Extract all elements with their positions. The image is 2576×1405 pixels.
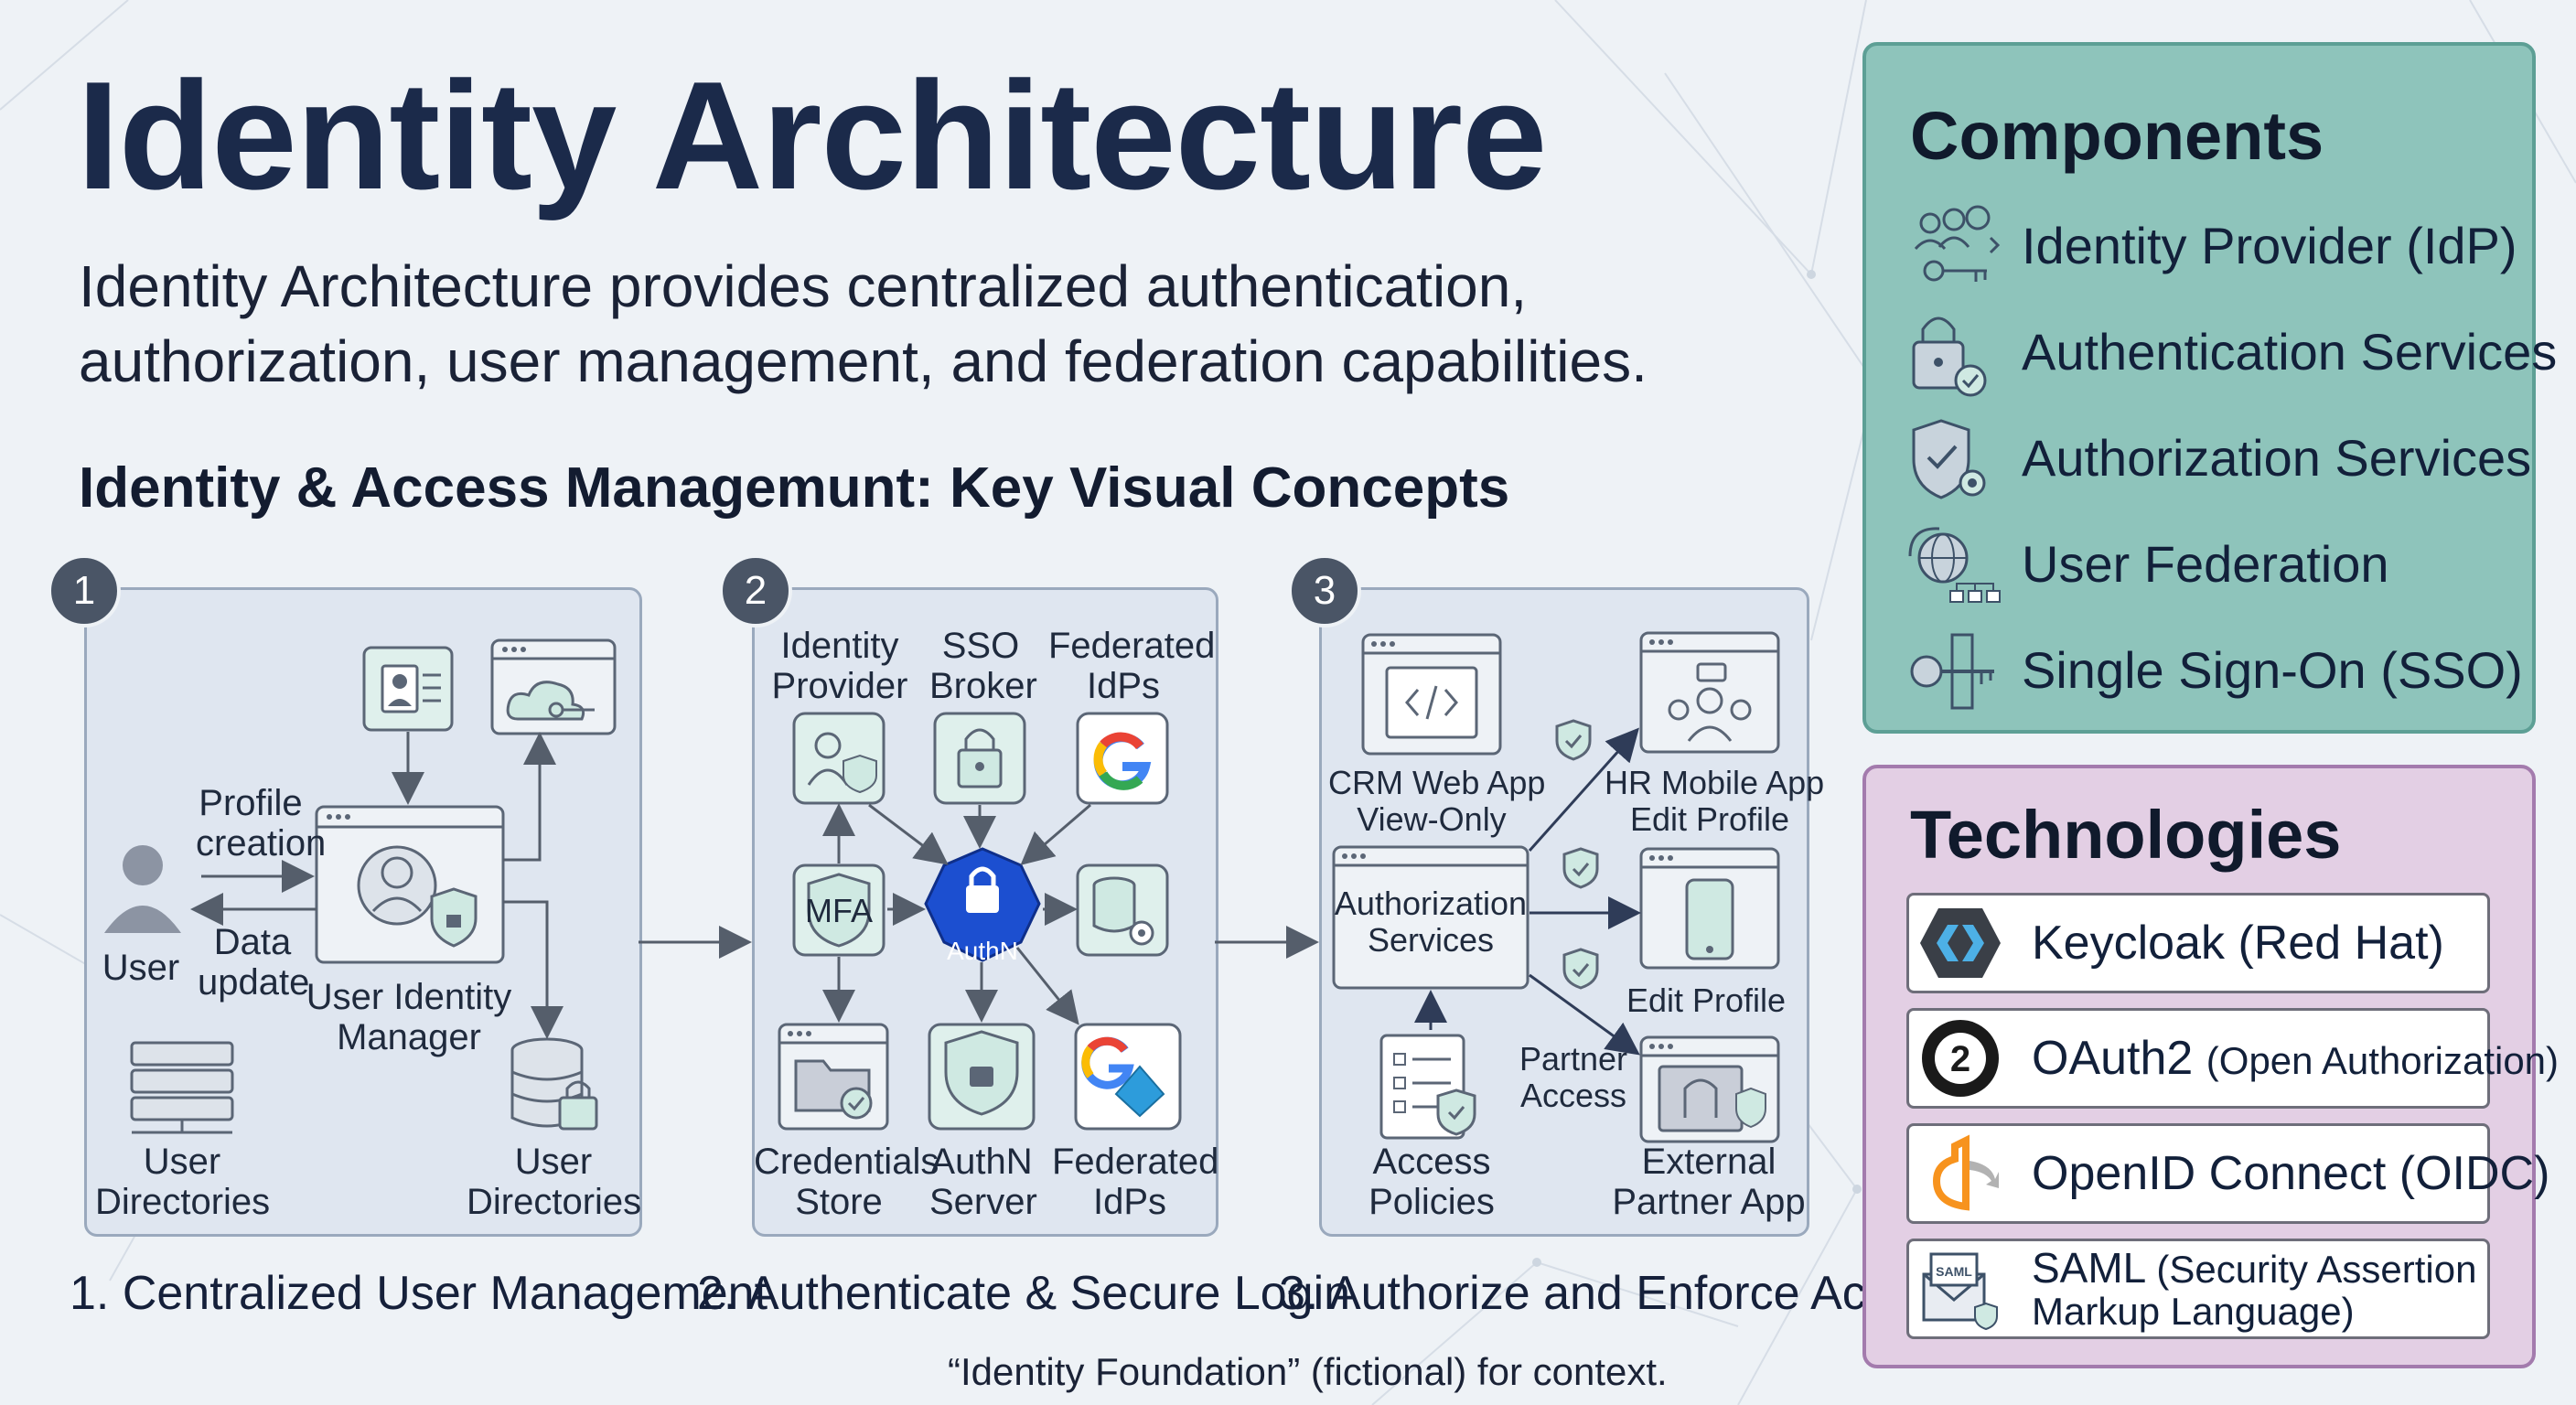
label-authn-hub: AuthN: [947, 937, 1018, 965]
keycloak-icon: [1920, 908, 2001, 978]
label-edit-profile: Edit Profile: [1626, 981, 1787, 1019]
component-label: Single Sign-On (SSO): [2022, 641, 2523, 699]
component-single-sign-on: Single Sign-On (SSO): [1903, 624, 2525, 715]
oauth2-badge: 2: [1950, 1039, 1970, 1079]
access-policies-icon: [1379, 1034, 1476, 1140]
tech-label: Keycloak (Red Hat): [2032, 917, 2444, 970]
database-lock-icon: [510, 1037, 598, 1131]
user-identity-manager-icon: [315, 805, 505, 964]
step-2-caption: 2. Authenticate & Secure Login: [697, 1267, 1351, 1320]
page-title: Identity Architecture: [77, 49, 1547, 221]
step-1-caption: 1. Centralized User Management: [70, 1267, 768, 1320]
tech-saml: SAML SAML (Security Assertion Markup Lan…: [1906, 1239, 2490, 1339]
intro-text: Identity Architecture provides centraliz…: [79, 249, 1648, 399]
mobile-phone-icon: [1639, 847, 1780, 970]
key-door-icon: [1910, 633, 1994, 710]
server-rack-icon: [130, 1041, 234, 1134]
policy-shield-icons: [1555, 719, 1599, 990]
identity-provider-icon: [792, 712, 886, 805]
step-1-badge: 1: [48, 554, 121, 627]
technologies-box: Technologies Keycloak (Red Hat) 2 OAuth2…: [1862, 765, 2559, 1368]
federated-idps-google-icon: [1074, 1023, 1182, 1131]
hr-mobile-group-icon: [1639, 631, 1780, 754]
label-mfa: MFA: [804, 892, 873, 929]
sso-broker-lock-icon: [933, 712, 1026, 805]
component-label: Identity Provider (IdP): [2022, 217, 2517, 274]
component-authorization-services: Authorization Services: [1903, 412, 2531, 503]
cloud-key-browser-icon: [490, 638, 617, 735]
step-3-badge: 3: [1288, 554, 1361, 627]
component-label: Authentication Services: [2022, 323, 2558, 381]
authn-server-shield-icon: [928, 1023, 1036, 1131]
globe-network-icon: [1908, 527, 2001, 603]
oauth2-icon: 2: [1922, 1020, 1999, 1097]
lock-check-icon: [1912, 316, 1987, 397]
saml-badge: SAML: [1936, 1264, 1972, 1279]
tech-label: OAuth2 (Open Authorization): [2032, 1032, 2560, 1085]
tech-label: SAML (Security Assertion Markup Language…: [2032, 1244, 2477, 1333]
database-gear-icon: [1076, 863, 1169, 957]
intro-line-1: Identity Architecture provides centraliz…: [79, 253, 1528, 319]
crm-code-window-icon: [1361, 633, 1502, 756]
components-title: Components: [1910, 98, 2324, 174]
component-identity-provider: Identity Provider (IdP): [1903, 199, 2525, 291]
contact-card-icon: [362, 646, 454, 732]
technologies-title: Technologies: [1910, 797, 2342, 873]
component-user-federation: User Federation: [1903, 518, 2525, 609]
intro-line-2: authorization, user management, and fede…: [79, 328, 1648, 394]
step-3-caption: 3. Authorize and Enforce Access: [1279, 1267, 1964, 1320]
step-2-badge: 2: [719, 554, 792, 627]
authorization-services-window: [1332, 845, 1530, 990]
label-user: User: [102, 948, 180, 988]
component-label: User Federation: [2022, 535, 2389, 593]
tech-openid-connect: OpenID Connect (OIDC): [1906, 1123, 2549, 1224]
authn-hub-icon: [924, 847, 1041, 962]
openid-icon: [1932, 1134, 1999, 1211]
external-partner-app-icon: [1639, 1035, 1780, 1143]
google-federated-icon: [1076, 712, 1169, 805]
component-authentication-services: Authentication Services: [1903, 306, 2557, 397]
tech-keycloak: Keycloak (Red Hat): [1906, 893, 2490, 993]
user-person-icon: [104, 845, 181, 933]
tech-label: OpenID Connect (OIDC): [2032, 1147, 2550, 1200]
mfa-shield-icon: [792, 863, 886, 957]
saml-envelope-icon: SAML: [1922, 1252, 1998, 1331]
tech-oauth2: 2 OAuth2 (Open Authorization): [1906, 1008, 2559, 1109]
shield-gear-icon: [1912, 419, 1986, 499]
component-label: Authorization Services: [2022, 429, 2532, 487]
credentials-store-icon: [778, 1023, 889, 1131]
users-key-icon: [1914, 205, 2001, 282]
components-box: Components Identity Provider (IdP) Authe…: [1862, 42, 2557, 734]
section-subtitle: Identity & Access Managemunt: Key Visual…: [79, 456, 1510, 520]
footer-note: “Identity Foundation” (fictional) for co…: [948, 1350, 1668, 1393]
